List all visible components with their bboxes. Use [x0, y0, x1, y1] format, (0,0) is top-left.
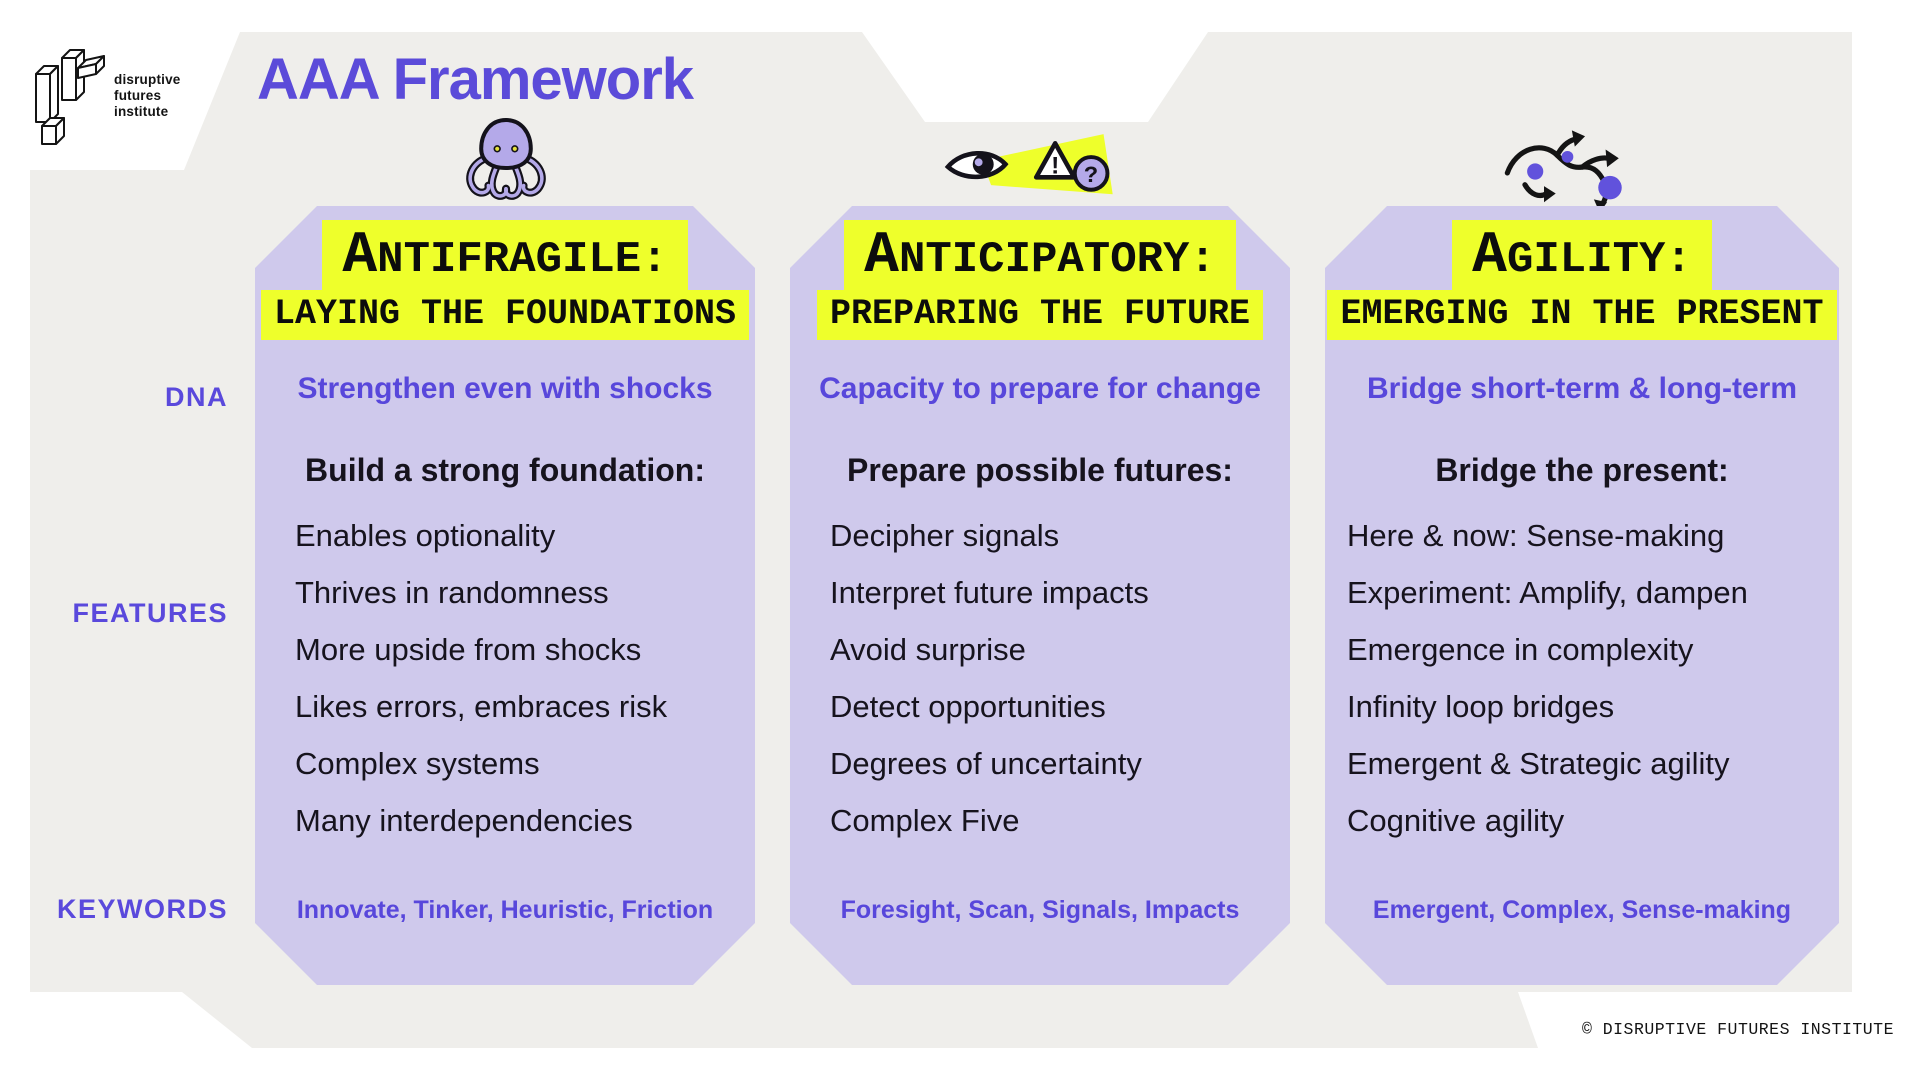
card-antifragile-title: ANTIFRAGILE:: [322, 220, 687, 292]
feature-item: More upside from shocks: [295, 632, 642, 667]
card-anticipatory-title: ANTICIPATORY:: [844, 220, 1236, 292]
card-agility-subtitle: EMERGING IN THE PRESENT: [1327, 290, 1836, 340]
card-agility-title: AGILITY:: [1452, 220, 1712, 292]
feature-item: Complex Five: [830, 803, 1020, 838]
feature-item: Cognitive agility: [1347, 803, 1565, 838]
feature-item: Many interdependencies: [295, 803, 633, 838]
feature-item: Enables optionality: [295, 518, 556, 553]
card-antifragile-header: ANTIFRAGILE: LAYING THE FOUNDATIONS: [255, 220, 755, 340]
features-heading: Build a strong foundation:: [305, 452, 705, 488]
octopus-icon: [458, 108, 554, 212]
flow-arrows-icon: [1500, 124, 1632, 219]
row-label-dna: DNA: [165, 382, 228, 412]
dfi-isometric-logo-icon: [26, 34, 106, 157]
feature-item: Infinity loop bridges: [1347, 689, 1615, 724]
card-antifragile-subtitle: LAYING THE FOUNDATIONS: [261, 290, 749, 340]
feature-item: Degrees of uncertainty: [830, 746, 1142, 781]
feature-item: Avoid surprise: [830, 632, 1026, 667]
dfi-logo-wordmark: disruptive futures institute: [114, 71, 181, 119]
dfi-logo: disruptive futures institute: [26, 34, 181, 157]
feature-item: Emergent & Strategic agility: [1347, 746, 1730, 781]
row-label-features: FEATURES: [72, 598, 228, 628]
feature-item: Detect opportunities: [830, 689, 1106, 724]
dna-statement: Capacity to prepare for change: [819, 372, 1261, 405]
feature-item: Here & now: Sense-making: [1347, 518, 1725, 553]
features-list: Decipher signals Interpret future impact…: [830, 518, 1280, 839]
svg-text:!: !: [1048, 153, 1063, 181]
features-heading: Prepare possible futures:: [847, 452, 1233, 488]
card-anticipatory: ANTICIPATORY: PREPARING THE FUTURE Capac…: [790, 206, 1290, 985]
features-list: Enables optionality Thrives in randomnes…: [295, 518, 745, 839]
feature-item: Interpret future impacts: [830, 575, 1149, 610]
page-title: AAA Framework: [256, 47, 694, 112]
dna-statement: Strengthen even with shocks: [297, 372, 713, 405]
card-agility: AGILITY: EMERGING IN THE PRESENT Bridge …: [1325, 206, 1839, 985]
feature-item: Experiment: Amplify, dampen: [1347, 575, 1748, 610]
keywords-line: Emergent, Complex, Sense-making: [1372, 896, 1792, 924]
feature-item: Likes errors, embraces risk: [295, 689, 668, 724]
feature-item: Decipher signals: [830, 518, 1060, 553]
svg-text:?: ?: [1084, 163, 1098, 190]
features-list: Here & now: Sense-making Experiment: Amp…: [1347, 518, 1829, 839]
copyright-notice: © DISRUPTIVE FUTURES INSTITUTE: [1581, 1020, 1894, 1039]
keywords-line: Innovate, Tinker, Heuristic, Friction: [296, 896, 714, 924]
keywords-line: Foresight, Scan, Signals, Impacts: [840, 896, 1240, 924]
card-anticipatory-header: ANTICIPATORY: PREPARING THE FUTURE: [790, 220, 1290, 340]
feature-item: Emergence in complexity: [1347, 632, 1694, 667]
feature-item: Thrives in randomness: [295, 575, 609, 610]
card-anticipatory-subtitle: PREPARING THE FUTURE: [817, 290, 1263, 340]
eye-alert-icon: ! ?: [944, 120, 1114, 215]
features-heading: Bridge the present:: [1435, 452, 1729, 488]
card-agility-header: AGILITY: EMERGING IN THE PRESENT: [1325, 220, 1839, 340]
row-label-keywords: KEYWORDS: [56, 894, 228, 924]
card-antifragile: ANTIFRAGILE: LAYING THE FOUNDATIONS Stre…: [255, 206, 755, 985]
feature-item: Complex systems: [295, 746, 540, 781]
dna-statement: Bridge short-term & long-term: [1366, 372, 1798, 405]
